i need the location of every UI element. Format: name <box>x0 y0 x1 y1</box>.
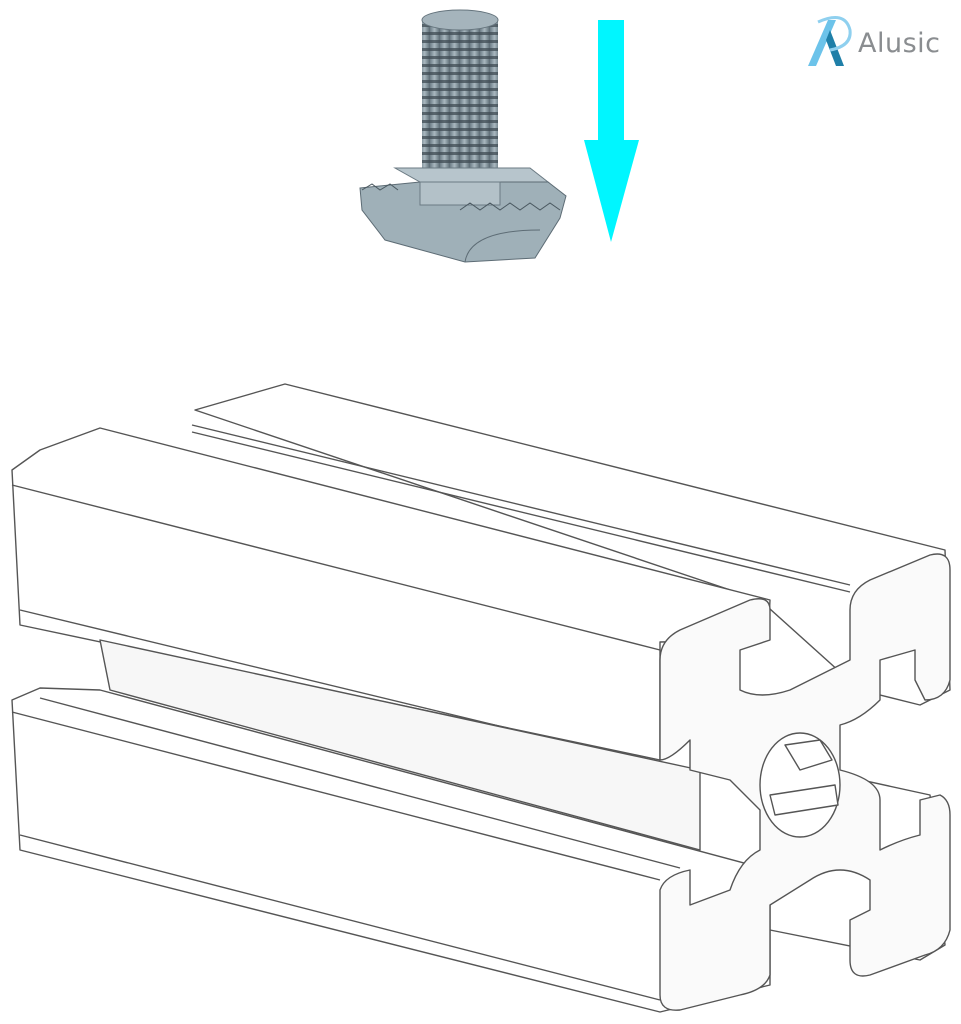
edge-line <box>19 834 661 1001</box>
groove-line <box>191 431 851 593</box>
center-bore-detail <box>769 739 839 816</box>
nut-face <box>419 181 501 206</box>
edge-line <box>39 697 681 869</box>
logo-text: Alusic <box>858 28 941 59</box>
edge-line <box>11 484 661 651</box>
nut-top <box>393 167 550 183</box>
serration-left <box>361 183 399 191</box>
edge-line <box>11 711 661 881</box>
alusic-logo <box>808 16 852 66</box>
bolt-thread <box>422 20 498 170</box>
profile-center-web <box>99 639 701 851</box>
serration-right <box>459 202 561 211</box>
down-arrow-icon <box>584 20 639 242</box>
nut-curve <box>464 229 541 263</box>
bolt-top <box>421 9 499 31</box>
t-bolt <box>359 9 567 263</box>
groove-line <box>191 424 851 586</box>
aluminium-profile <box>11 383 951 1013</box>
